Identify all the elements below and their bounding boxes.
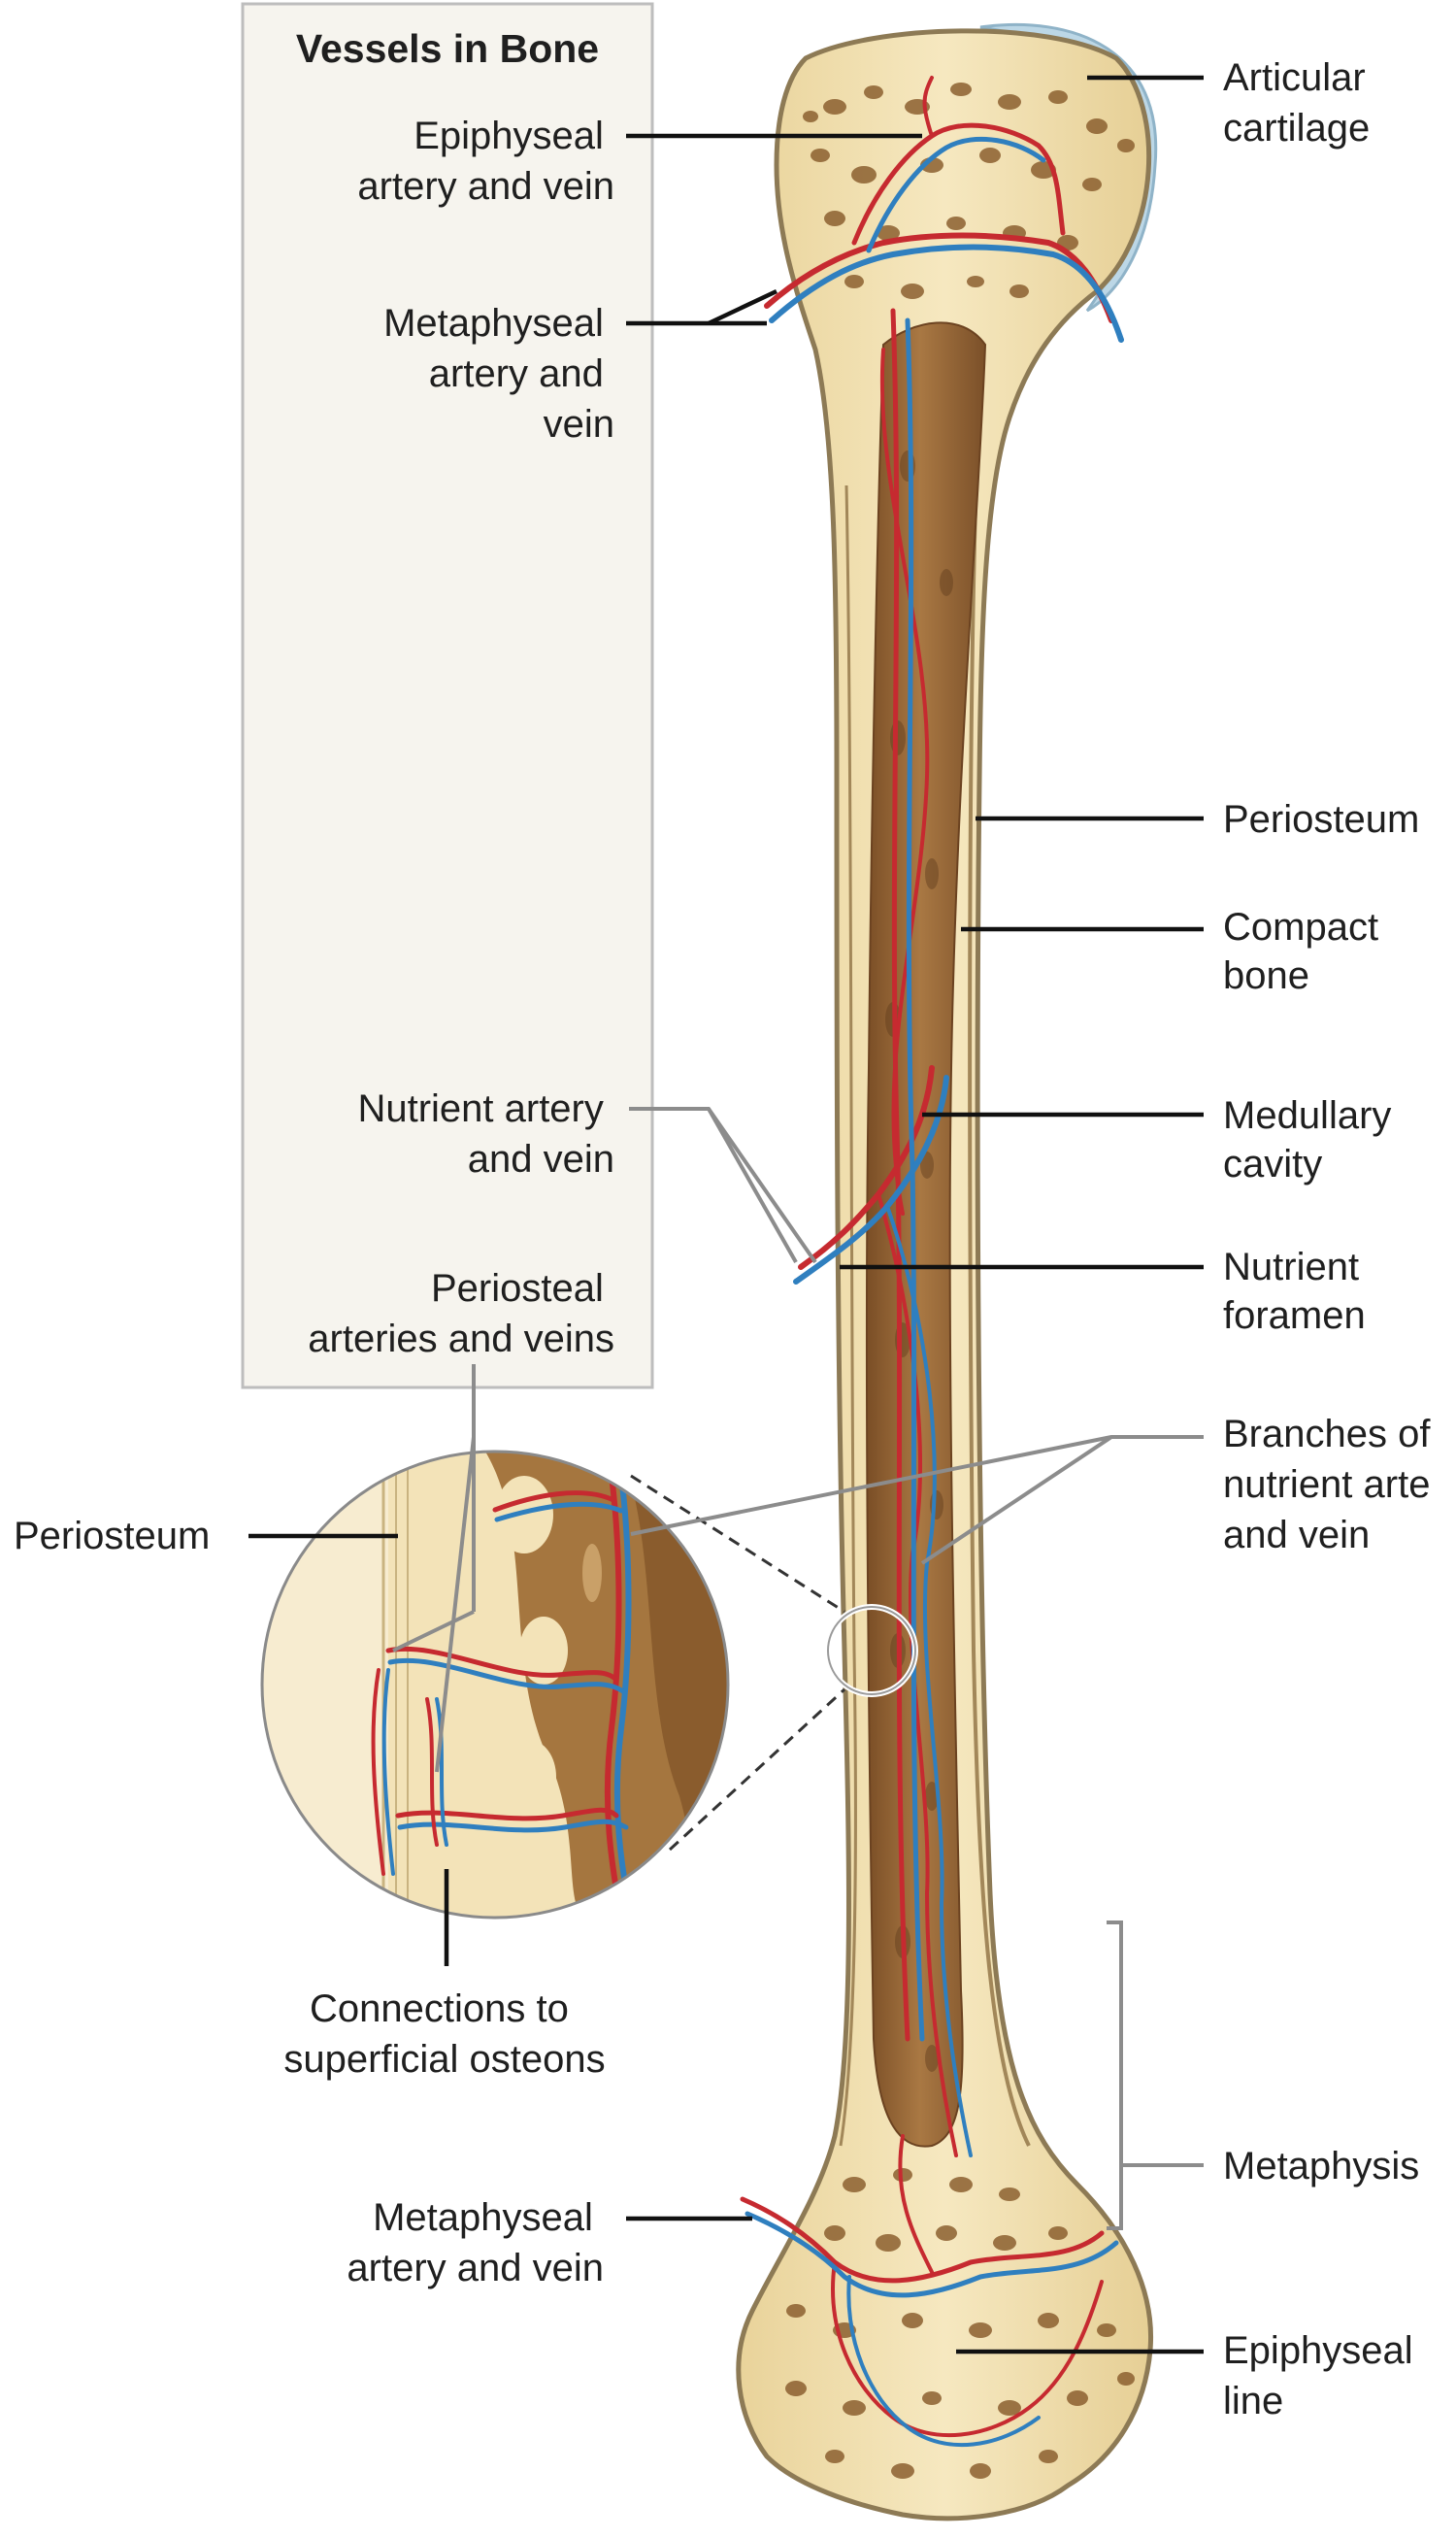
zoom-connector-top	[630, 1474, 845, 1614]
label-branches-nutrient: Branches of nutrient arte and vein	[1223, 1413, 1441, 1556]
magnified-view	[260, 1450, 730, 1920]
label-periosteal-arteries-veins: Periosteal arteries and veins	[308, 1267, 614, 1360]
label-metaphysis: Metaphysis	[1223, 2145, 1419, 2187]
label-metaphyseal-artery-vein-bottom: Metaphyseal artery and vein	[347, 2196, 604, 2289]
long-bone	[736, 22, 1158, 2521]
label-periosteum-right: Periosteum	[1223, 798, 1419, 841]
label-nutrient-foramen: Nutrient foramen	[1223, 1246, 1370, 1337]
spongy-bone-bottom	[785, 2168, 1135, 2479]
leader-lines	[248, 75, 1204, 2354]
label-compact-bone: Compact bone	[1223, 906, 1389, 997]
periosteum-line-left	[839, 484, 857, 2147]
inset-box	[241, 2, 654, 1389]
zoom-connector-bottom	[668, 1687, 846, 1852]
label-nutrient-artery-vein: Nutrient artery and vein	[357, 1087, 614, 1181]
label-medullary-cavity: Medullary cavity	[1223, 1094, 1403, 1186]
label-metaphyseal-artery-vein-top: Metaphyseal artery and vein	[383, 302, 614, 446]
label-articular-cartilage: Articular cartilage	[1223, 56, 1376, 150]
label-epiphyseal-artery-vein: Epiphyseal artery and vein	[357, 115, 614, 208]
label-periosteum-left: Periosteum	[14, 1515, 210, 1557]
label-connections-superficial-osteons: Connections to superficial osteons	[283, 1987, 605, 2081]
label-epiphyseal-line: Epiphyseal line	[1223, 2329, 1424, 2422]
inset-box-title: Vessels in Bone	[296, 26, 599, 71]
bone-vessels	[740, 76, 1124, 2448]
periosteum-line	[968, 504, 1031, 2147]
